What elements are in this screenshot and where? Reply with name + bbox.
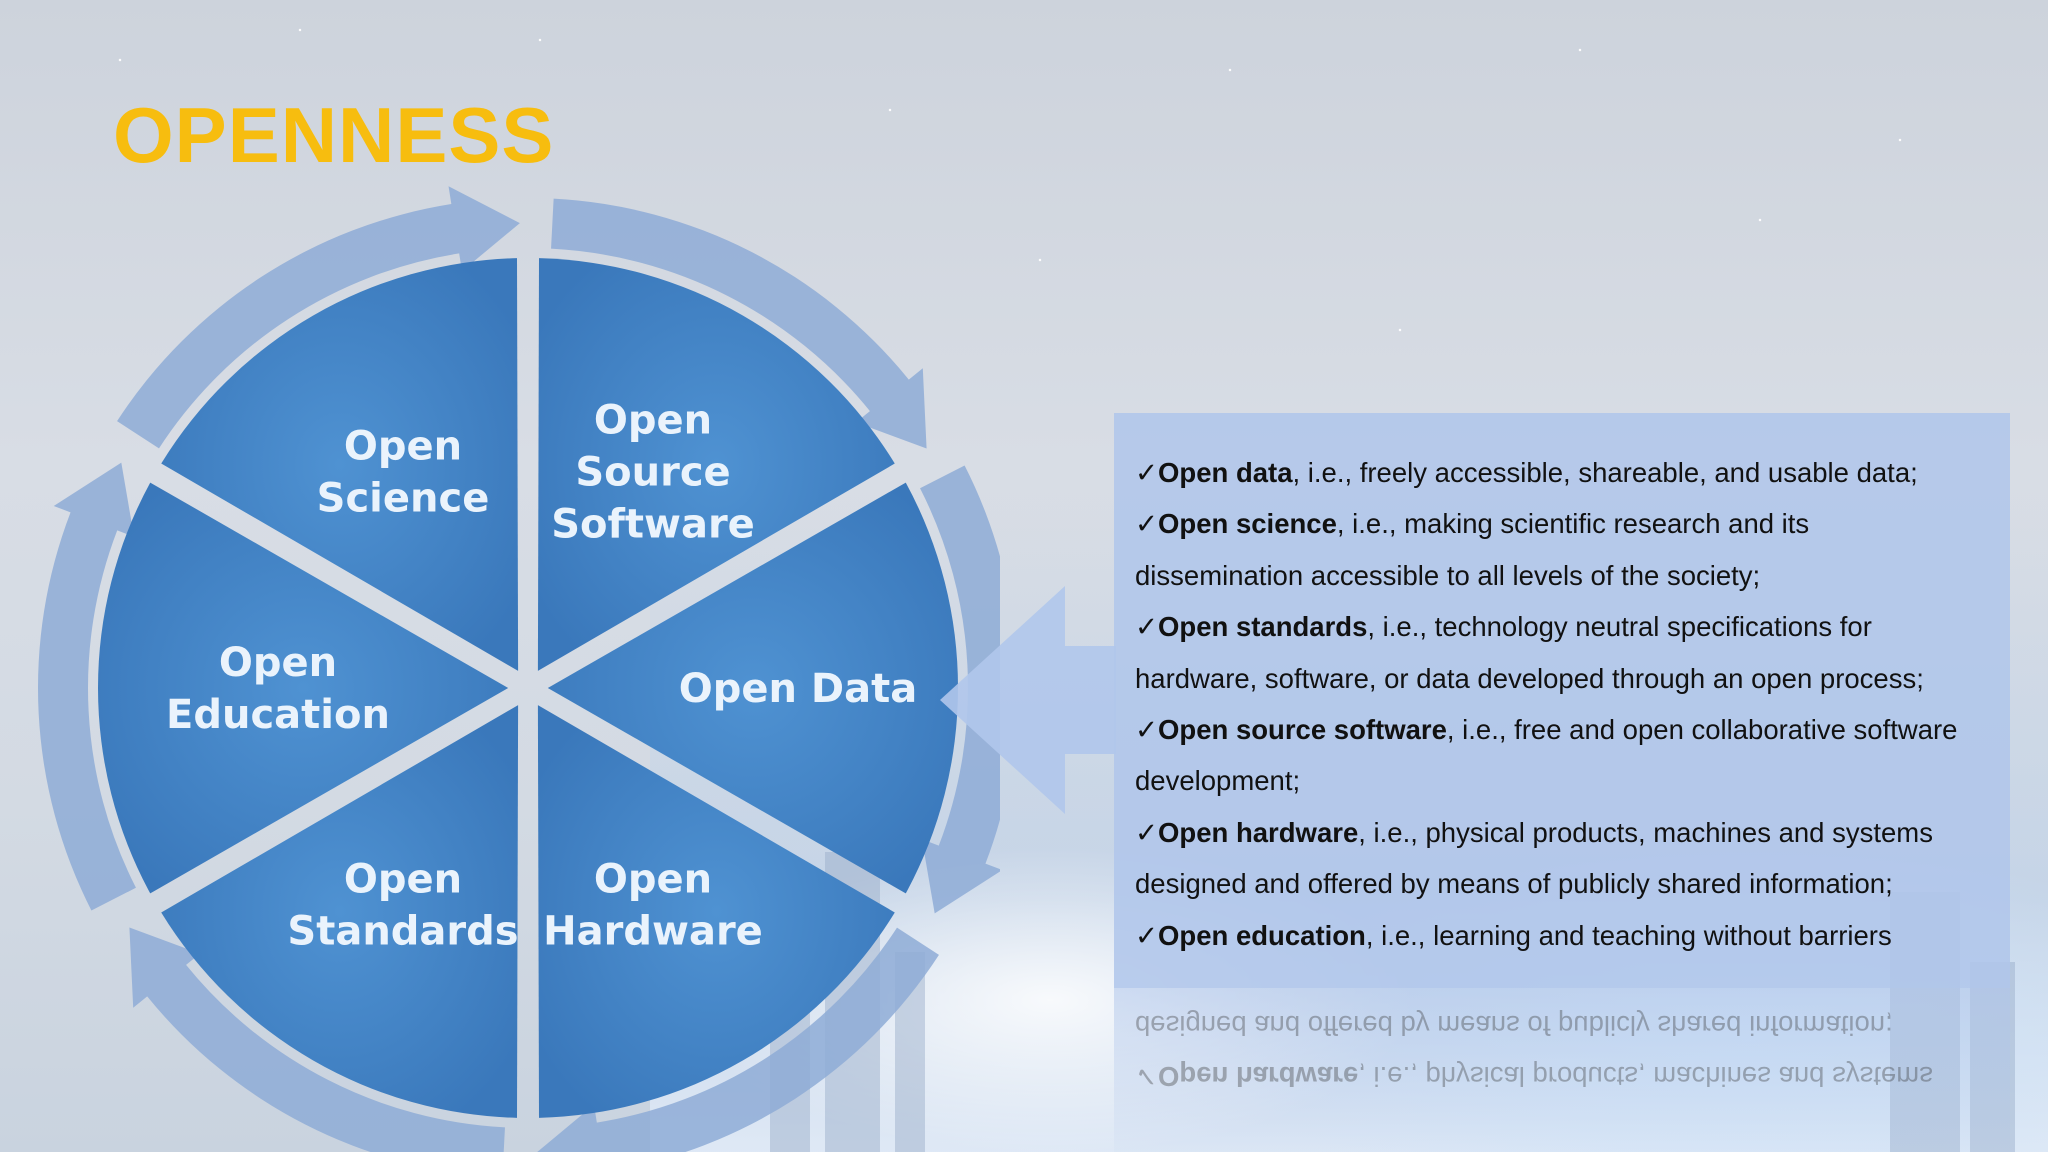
diagram-segment (161, 258, 519, 671)
ring-arrow (537, 927, 939, 1152)
list-item: ✓Open standards, i.e., technology neutra… (1135, 601, 2005, 704)
list-item: ✓Open science, i.e., making scientific r… (1135, 498, 2005, 601)
item-description: , i.e., technology neutral specification… (1367, 611, 1872, 643)
ring-arrow (551, 198, 927, 449)
ring-arrow (117, 186, 520, 449)
list-item: ✓Open education, i.e., learning and teac… (1135, 910, 2005, 961)
panel-reflection: ✓Open hardware, i.e., physical products,… (1114, 988, 2010, 1152)
check-icon: ✓ (1135, 457, 1159, 488)
item-description: , i.e., free and open collaborative soft… (1446, 714, 1958, 746)
item-term: Open standards (1158, 611, 1368, 643)
slide-title: OPENNESS (113, 91, 555, 179)
item-term: Open science (1158, 508, 1337, 540)
ring-arrow (129, 927, 505, 1152)
diagram-segment (537, 705, 895, 1118)
list-item: ✓Open hardware, i.e., physical products,… (1135, 807, 2005, 910)
ring-arrow (920, 465, 1000, 914)
list-item: ✓Open source software, i.e., free and op… (1135, 704, 2005, 807)
check-icon: ✓ (1135, 611, 1159, 643)
panel-pointer-arrow (940, 586, 1116, 814)
item-description-continued: development; (1135, 765, 1301, 797)
item-term: Open source software (1158, 714, 1447, 746)
item-term: Open hardware (1158, 816, 1359, 848)
definitions-list: ✓Open data, i.e., freely accessible, sha… (1135, 447, 2005, 961)
item-description: , i.e., learning and teaching without ba… (1365, 919, 1892, 951)
item-term: Open data (1158, 457, 1293, 488)
check-icon: ✓ (1135, 714, 1159, 746)
item-description: , i.e., physical products, machines and … (1358, 816, 1933, 848)
ring-arrow (37, 462, 136, 911)
item-description-continued: designed and offered by means of publicl… (1135, 868, 1893, 900)
ring-arrows (37, 186, 1000, 1152)
item-description: , i.e., making scientific research and i… (1336, 508, 1810, 540)
item-description-continued: hardware, software, or data developed th… (1135, 662, 1924, 694)
segment-label: Open Data (679, 666, 917, 712)
item-term: Open education (1158, 919, 1366, 951)
segments (98, 258, 958, 1118)
check-icon: ✓ (1135, 919, 1159, 951)
definitions-panel (1114, 413, 2010, 988)
diagram-segment (537, 258, 895, 671)
item-description: , i.e., freely accessible, shareable, an… (1292, 457, 1918, 488)
list-item: ✓Open data, i.e., freely accessible, sha… (1135, 447, 2005, 498)
check-icon: ✓ (1135, 508, 1159, 540)
diagram-segment (98, 482, 509, 894)
diagram-segment (161, 705, 519, 1118)
check-icon: ✓ (1135, 816, 1159, 848)
diagram-segment (547, 482, 958, 894)
item-description-continued: dissemination accessible to all levels o… (1135, 559, 1761, 591)
